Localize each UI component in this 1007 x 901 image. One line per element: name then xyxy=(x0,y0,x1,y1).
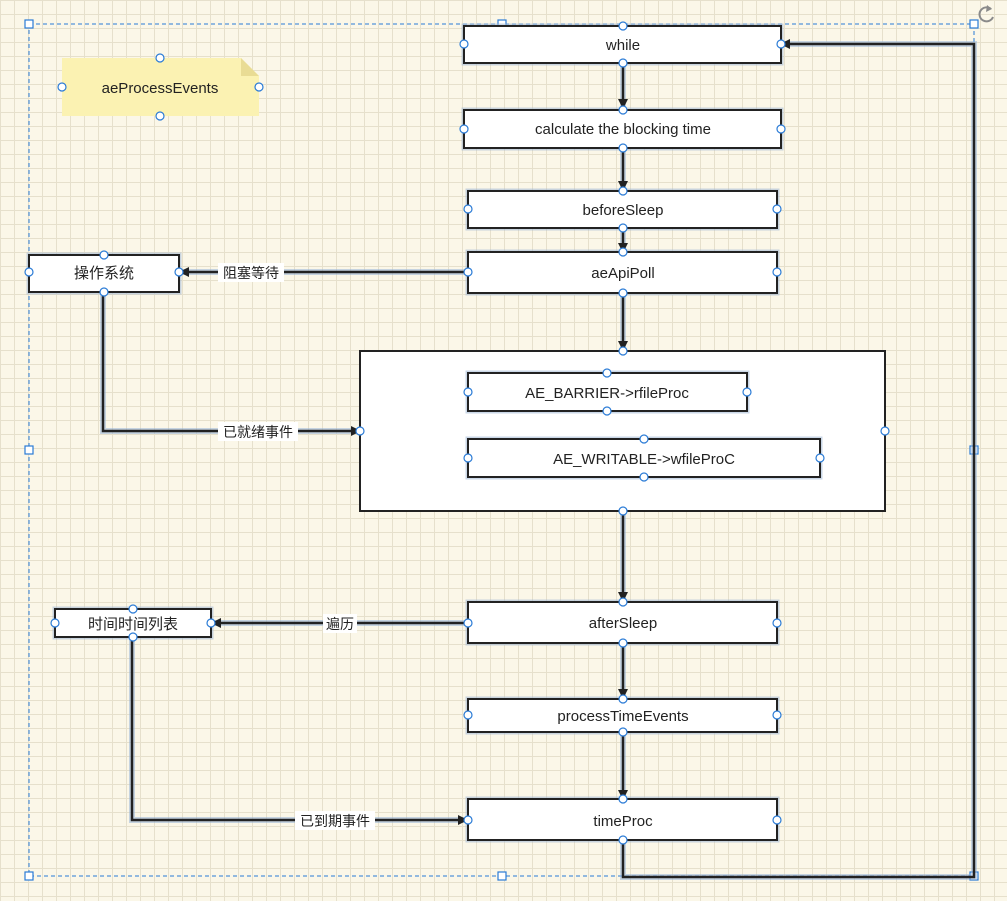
rotate-icon[interactable] xyxy=(978,5,994,23)
node-timeproc[interactable]: timeProc xyxy=(463,794,782,845)
node-beforesleep[interactable]: beforeSleep xyxy=(463,186,782,233)
node-processtimeevents[interactable]: processTimeEvents xyxy=(463,694,782,737)
edge-timelist-timeproc xyxy=(130,637,468,825)
node-rfileproc[interactable]: AE_BARRIER->rfileProc xyxy=(463,368,752,416)
edge-timeproc-while xyxy=(621,39,976,879)
svg-text:遍历: 遍历 xyxy=(326,617,354,633)
note-label: aeProcessEvents xyxy=(102,80,219,97)
node-while[interactable]: while xyxy=(459,21,786,68)
edge-os-bigbox xyxy=(101,292,361,436)
node-aeapipoll[interactable]: aeApiPoll xyxy=(463,247,782,298)
svg-text:操作系统: 操作系统 xyxy=(74,264,134,282)
edge-label-ready-events: 已就绪事件 xyxy=(218,422,298,441)
edge-label-traverse: 遍历 xyxy=(323,614,357,633)
svg-text:已到期事件: 已到期事件 xyxy=(300,814,370,830)
node-calculate-blocking-time[interactable]: calculate the blocking time xyxy=(459,105,786,153)
node-wfileproc[interactable]: AE_WRITABLE->wfileProC xyxy=(463,434,825,482)
svg-text:afterSleep: afterSleep xyxy=(589,615,657,632)
edge-label-block-wait: 阻塞等待 xyxy=(218,263,284,282)
svg-text:时间时间列表: 时间时间列表 xyxy=(88,615,178,633)
svg-text:aeApiPoll: aeApiPoll xyxy=(591,265,654,282)
svg-text:已就绪事件: 已就绪事件 xyxy=(223,425,293,441)
node-time-event-list[interactable]: 时间时间列表 xyxy=(50,604,216,642)
svg-text:while: while xyxy=(605,37,640,54)
svg-text:阻塞等待: 阻塞等待 xyxy=(223,265,279,282)
edge-label-expired-events: 已到期事件 xyxy=(295,811,375,830)
node-operating-system[interactable]: 操作系统 xyxy=(24,250,184,297)
svg-text:AE_BARRIER->rfileProc: AE_BARRIER->rfileProc xyxy=(525,385,689,402)
node-aftersleep[interactable]: afterSleep xyxy=(463,597,782,648)
note-aeprocessevents[interactable]: aeProcessEvents xyxy=(57,53,264,121)
svg-text:processTimeEvents: processTimeEvents xyxy=(557,708,688,725)
svg-text:timeProc: timeProc xyxy=(593,813,653,830)
svg-text:beforeSleep: beforeSleep xyxy=(583,202,664,219)
svg-text:AE_WRITABLE->wfileProC: AE_WRITABLE->wfileProC xyxy=(553,451,735,468)
svg-text:calculate the blocking time: calculate the blocking time xyxy=(535,121,711,138)
